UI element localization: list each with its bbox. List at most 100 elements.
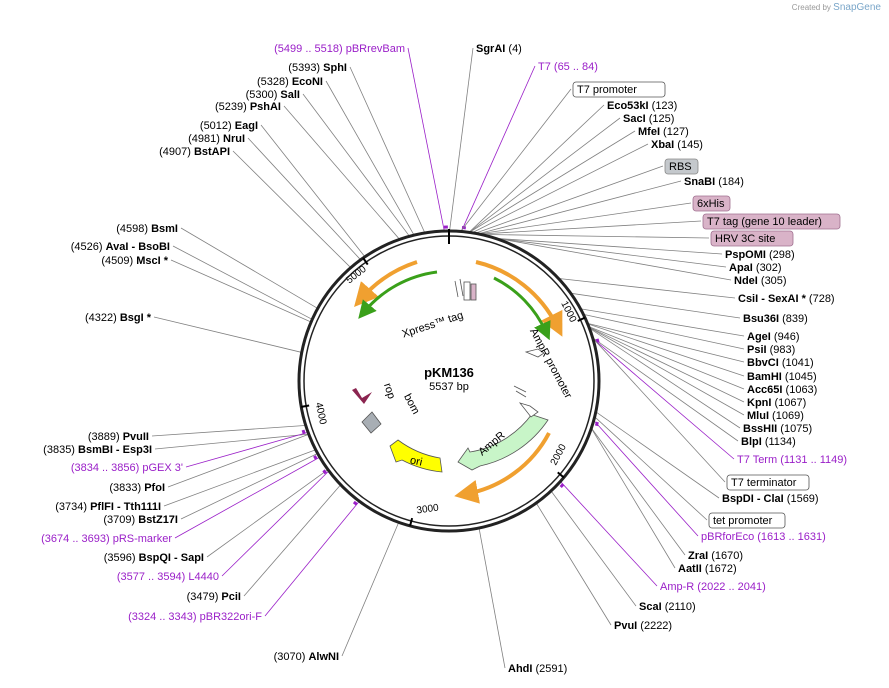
leader-site-19 <box>593 338 739 442</box>
leader-site-44 <box>349 66 425 233</box>
site-label-3: MfeI (127) <box>638 126 689 138</box>
bom-box <box>361 411 382 434</box>
site-label-19: BlpI (1134) <box>741 436 796 448</box>
tick-label-5000: 5000 <box>344 264 369 287</box>
leader-site-25 <box>478 528 506 669</box>
site-label-25: AhdI (2591) <box>508 663 567 675</box>
site-label-29: (3709) BstZ17I <box>103 514 178 526</box>
site-label-13: BbvCI (1041) <box>747 357 814 369</box>
leader-primer-1 <box>593 339 735 460</box>
feature-box-2 <box>692 195 731 212</box>
leader-site-31 <box>167 434 308 488</box>
plasmid-size: 5537 bp <box>429 381 469 393</box>
site-label-22: AatII (1672) <box>678 563 737 575</box>
tick-4000 <box>301 404 310 408</box>
leader-site-37 <box>180 227 318 309</box>
site-label-17: MluI (1069) <box>747 410 804 422</box>
leader-primer-0 <box>461 65 536 231</box>
primer-label-1: T7 Term (1131 .. 1149) <box>737 454 847 466</box>
leader-primer-4 <box>407 47 445 231</box>
plasmid-name: pKM136 <box>424 365 474 380</box>
site-label-43: (5328) EcoNI <box>257 76 323 88</box>
leader-site-2 <box>470 117 621 232</box>
leader-primer-5 <box>185 432 308 468</box>
leader-feature-4 <box>485 234 710 239</box>
leader-site-28 <box>206 469 328 558</box>
site-label-14: BamHI (1045) <box>747 371 817 383</box>
leader-site-1 <box>469 104 605 232</box>
rop-arrow <box>352 388 372 404</box>
primer-mark-primer-1 <box>595 338 600 343</box>
leader-feature-5 <box>593 339 726 483</box>
leader-site-35 <box>170 259 311 322</box>
leader-site-39 <box>247 137 361 260</box>
leader-site-29 <box>180 453 317 520</box>
site-label-33: (3889) PvuII <box>88 431 149 443</box>
leader-site-16 <box>590 327 745 403</box>
site-label-27: (3479) PciI <box>187 591 241 603</box>
leader-site-24 <box>536 503 612 626</box>
leader-site-32 <box>154 433 308 450</box>
primer-label-2: pBRforEco (1613 .. 1631) <box>701 531 826 543</box>
site-label-34: (4322) BsgI * <box>85 312 152 324</box>
primer-label-5: (3834 .. 3856) pGEX 3' <box>71 462 183 474</box>
orf-arc-green-top-right <box>493 276 551 341</box>
tick-2000 <box>557 471 565 479</box>
site-label-39: (4981) NruI <box>188 133 245 145</box>
leader-site-27 <box>243 485 341 597</box>
site-label-6: PspOMI (298) <box>725 249 795 261</box>
tick-3000 <box>409 517 414 527</box>
site-label-0: SgrAI (4) <box>476 43 522 55</box>
leader-site-8 <box>500 238 732 281</box>
site-label-41: (5239) PshAI <box>215 101 281 113</box>
site-label-7: ApaI (302) <box>729 262 782 274</box>
leader-site-43 <box>325 80 414 235</box>
leader-site-40 <box>260 124 365 257</box>
site-label-18: BssHII (1075) <box>743 423 812 435</box>
site-label-38: (4907) BstAPI <box>159 146 230 158</box>
leader-site-21 <box>591 428 686 556</box>
tick-label-2000: 2000 <box>549 442 569 467</box>
bom-label: bom <box>401 392 422 417</box>
leader-site-23 <box>551 491 637 607</box>
leader-primer-3 <box>560 481 658 587</box>
leader-site-18 <box>590 328 741 429</box>
leader-site-42 <box>302 93 410 236</box>
leader-primer-8 <box>264 501 359 617</box>
feature-box-label-0: T7 promoter <box>577 84 637 96</box>
leader-site-10 <box>571 293 741 319</box>
leader-site-41 <box>283 105 400 239</box>
site-label-30: (3734) PflFI - Tth111I <box>55 501 161 513</box>
site-label-8: NdeI (305) <box>734 275 787 287</box>
feature-box-label-2: 6xHis <box>697 198 725 210</box>
tick-label-4000: 4000 <box>313 401 328 425</box>
primer-label-6: (3674 .. 3693) pRS-marker <box>41 533 172 545</box>
site-label-9: CsiI - SexAI * (728) <box>738 293 835 305</box>
site-label-4: XbaI (145) <box>651 139 703 151</box>
site-label-28: (3596) BspQI - SapI <box>104 552 204 564</box>
site-label-32: (3835) BsmBI - Esp3I <box>43 444 152 456</box>
watermark-brand: SnapGene <box>833 2 881 13</box>
orf-arc-orange-top-left <box>354 260 418 307</box>
orf-arc-orange-top-right <box>475 260 563 337</box>
leader-site-14 <box>588 323 745 377</box>
primer-mark-primer-2 <box>594 421 599 427</box>
leader-site-9 <box>559 278 736 299</box>
leader-site-13 <box>588 323 745 363</box>
leader-primer-7 <box>221 471 329 577</box>
leader-feature-2 <box>481 202 692 234</box>
tick-1000 <box>577 316 586 322</box>
feature-box-label-3: T7 tag (gene 10 leader) <box>707 216 822 228</box>
leader-feature-1 <box>476 165 664 234</box>
leader-site-12 <box>584 314 745 350</box>
ori-arrow <box>389 439 443 473</box>
primer-mark-primer-8 <box>352 500 358 506</box>
leader-site-30 <box>163 449 315 507</box>
site-label-42: (5300) SalI <box>246 89 300 101</box>
site-label-24: PvuI (2222) <box>614 620 672 632</box>
feature-box-0 <box>572 81 666 98</box>
leader-site-34 <box>153 316 301 353</box>
site-label-2: SacI (125) <box>623 113 674 125</box>
ampr-gene-arrow <box>457 413 549 471</box>
